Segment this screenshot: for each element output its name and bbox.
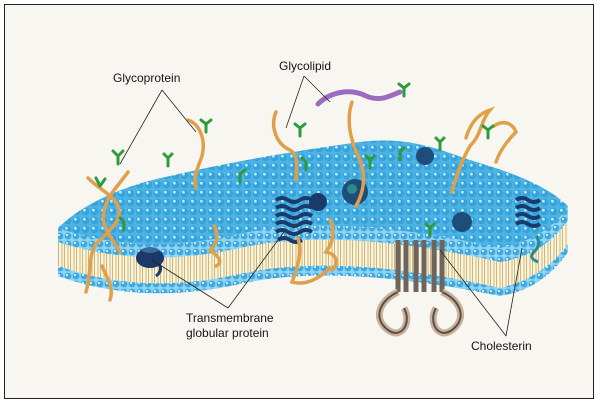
label-glycoprotein: Glycoprotein: [113, 71, 180, 85]
label-glycolipid: Glycolipid: [279, 59, 331, 73]
leader-glycoprotein-2: [162, 90, 196, 132]
label-transmembrane-line1: Transmembrane: [186, 311, 274, 325]
label-transmembrane-line2: globular protein: [186, 326, 269, 340]
glycolipid-strand: [318, 92, 400, 104]
label-cholesterin: Cholesterin: [471, 339, 532, 353]
leader-glycolipid-2: [304, 76, 330, 102]
lipid-bilayer: [58, 141, 568, 296]
leader-glycolipid-1: [286, 76, 304, 128]
leader-glycoprotein-1: [120, 90, 162, 164]
